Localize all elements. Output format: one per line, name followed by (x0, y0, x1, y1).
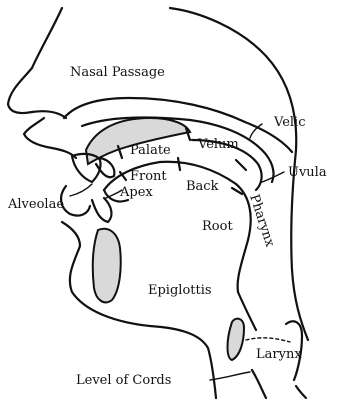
label-velum: Velum (197, 137, 239, 152)
label-nasal-passage: Nasal Passage (70, 65, 165, 80)
velum-uvula-tick (236, 160, 246, 170)
trachea-wall (296, 386, 306, 398)
label-uvula: Uvula (288, 165, 327, 180)
label-front: Front (130, 169, 167, 184)
front-back-tick (178, 158, 180, 170)
lower-lip-outline (61, 186, 90, 216)
level-of-cords-leader-line (210, 372, 250, 380)
label-apex: Apex (119, 185, 153, 200)
label-palate: Palate (130, 143, 171, 158)
chin-outline (62, 222, 216, 398)
vocal-cords (252, 370, 266, 398)
label-level-of-cords: Level of Cords (76, 373, 171, 388)
mandible-bone (93, 229, 121, 303)
lower-teeth (92, 198, 111, 222)
label-larynx: Larynx (256, 347, 302, 362)
label-alveolae: Alveolae (7, 197, 64, 212)
alveolae-leader-line (70, 184, 92, 196)
label-velic: Velic (273, 115, 305, 130)
larynx-cartilage-left (228, 319, 245, 360)
label-root: Root (202, 219, 233, 234)
larynx-connector (246, 338, 290, 342)
label-epiglottis: Epiglottis (148, 283, 212, 298)
upper-lip-outline (24, 118, 76, 158)
face-profile-outline (8, 8, 66, 118)
label-back: Back (186, 179, 219, 194)
